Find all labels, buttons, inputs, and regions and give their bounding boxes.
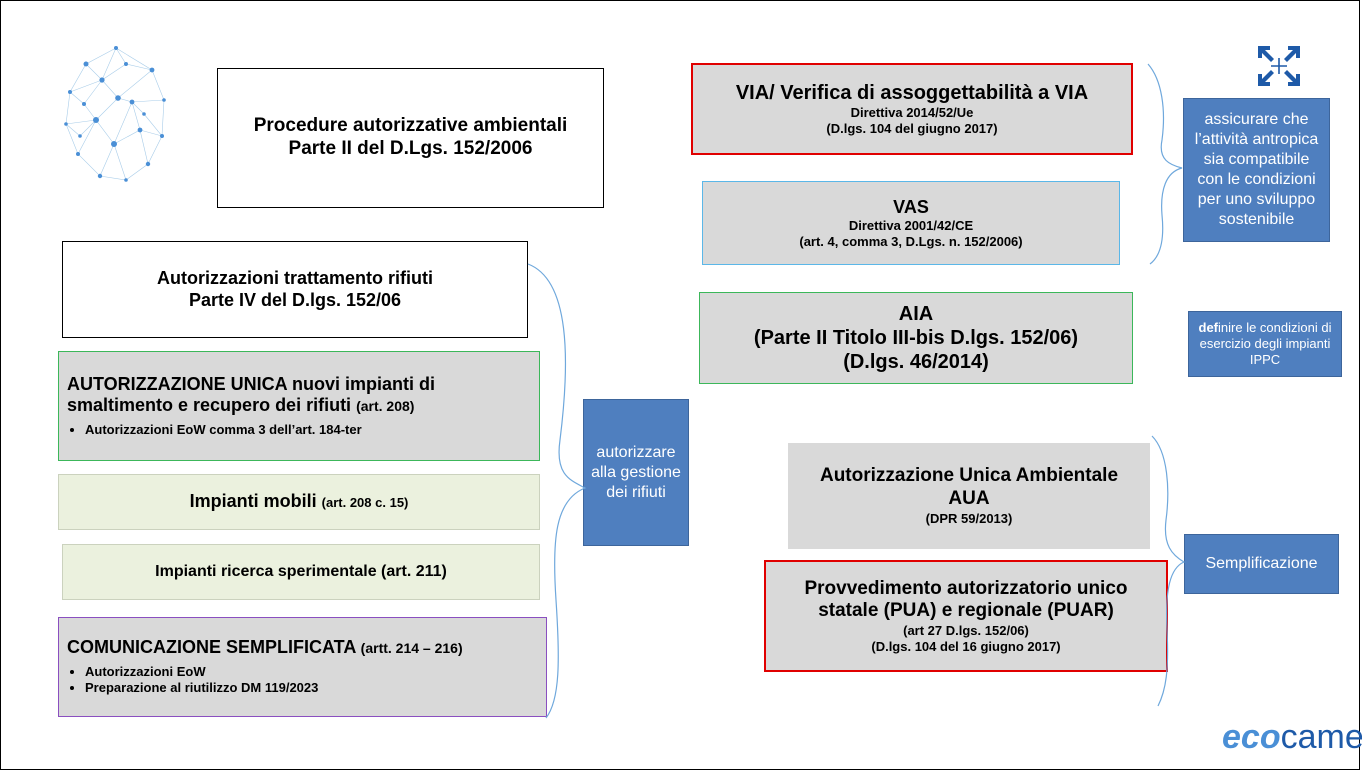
blue-box-semplificazione: Semplificazione	[1184, 534, 1339, 594]
mobili-art: (art. 208 c. 15)	[321, 495, 409, 511]
pua-sub-1: (art 27 D.lgs. 152/06)	[903, 623, 1029, 639]
via-sub-2: (D.lgs. 104 del giugno 2017)	[826, 121, 998, 136]
via-box: VIA/ Verifica di assoggettabilità a VIA …	[691, 63, 1133, 155]
comunicazione-box: COMUNICAZIONE SEMPLIFICATA (artt. 214 – …	[58, 617, 547, 717]
pua-box: Provvedimento autorizzatorio unico stata…	[764, 560, 1168, 672]
aua-box: Autorizzazione Unica Ambientale AUA (DPR…	[788, 443, 1150, 549]
aua-sub: (DPR 59/2013)	[925, 511, 1013, 526]
waste-treatment-box: Autorizzazioni trattamento rifiuti Parte…	[62, 241, 528, 338]
comunicazione-art: (artt. 214 – 216)	[360, 640, 463, 657]
aia-box: AIA (Parte II Titolo III-bis D.lgs. 152/…	[699, 292, 1133, 384]
autorizzazione-unica-box: AUTORIZZAZIONE UNICA nuovi impianti di s…	[58, 351, 540, 461]
logo-prefix: eco	[1222, 718, 1281, 756]
expand-arrows-icon	[1258, 46, 1300, 86]
ecocamere-logo: ecocamere	[1222, 718, 1362, 757]
definire-rest: inire le condizioni di esercizio degli i…	[1199, 319, 1332, 368]
mobili-line: Impianti mobili (art. 208 c. 15)	[190, 491, 409, 513]
assicurare-label: assicurare che l’attività antropica sia …	[1194, 111, 1319, 228]
logo-suffix: camere	[1280, 718, 1362, 756]
comunicazione-bullet-list: Autorizzazioni EoW Preparazione al riuti…	[67, 663, 318, 697]
unica-line-2-wrap: smaltimento e recupero dei rifiuti (art.…	[67, 395, 414, 417]
vas-title: VAS	[893, 196, 929, 217]
unica-line-1: AUTORIZZAZIONE UNICA nuovi impianti di	[67, 373, 435, 394]
comunicazione-label: COMUNICAZIONE SEMPLIFICATA	[67, 637, 356, 658]
aua-line-2: AUA	[948, 488, 990, 510]
aia-line-2: (Parte II Titolo III-bis D.lgs. 152/06)	[753, 327, 1079, 349]
waste-title-line-1: Autorizzazioni trattamento rifiuti	[157, 267, 433, 288]
definire-bold: def	[1198, 319, 1219, 335]
unica-bullet-list: Autorizzazioni EoW comma 3 dell’art. 184…	[67, 421, 362, 439]
blue-box-assicurare: assicurare che l’attività antropica sia …	[1183, 98, 1330, 242]
mobili-label: Impianti mobili	[189, 491, 317, 512]
aua-line-1: Autorizzazione Unica Ambientale	[819, 465, 1119, 487]
pua-line-1: Provvedimento autorizzatorio unico	[804, 577, 1128, 599]
vas-sub-2: (art. 4, comma 3, D.Lgs. n. 152/2006)	[799, 233, 1023, 249]
aia-line-3: (D.lgs. 46/2014)	[843, 351, 989, 373]
impianti-mobili-box: Impianti mobili (art. 208 c. 15)	[58, 474, 540, 530]
blue-box-definire: definire le condizioni di esercizio degl…	[1188, 311, 1342, 377]
title-line-1: Procedure autorizzative ambientali	[253, 115, 568, 137]
vas-box: VAS Direttiva 2001/42/CE (art. 4, comma …	[702, 181, 1120, 265]
blue-box-autorizzare: autorizzare alla gestione dei rifiuti	[583, 399, 689, 546]
aia-line-1: AIA	[898, 303, 934, 325]
vas-sub-1: Direttiva 2001/42/CE	[848, 218, 974, 234]
unica-bullet: Autorizzazioni EoW comma 3 dell’art. 184…	[85, 422, 362, 438]
impianti-ricerca-box: Impianti ricerca sperimentale (art. 211)	[62, 544, 540, 600]
semplificazione-label: Semplificazione	[1205, 555, 1318, 572]
title-line-2: Parte II del D.Lgs. 152/2006	[288, 138, 533, 159]
unica-art: (art. 208)	[356, 398, 415, 415]
pua-line-2: statale (PUA) e regionale (PUAR)	[818, 600, 1114, 622]
ricerca-label: Impianti ricerca sperimentale (art. 211)	[155, 563, 447, 581]
pua-sub-2: (D.lgs. 104 del 16 giugno 2017)	[871, 638, 1061, 654]
comunicazione-line: COMUNICAZIONE SEMPLIFICATA (artt. 214 – …	[67, 637, 463, 659]
via-title: VIA/ Verifica di assoggettabilità a VIA	[735, 82, 1089, 105]
network-globe-icon	[64, 46, 166, 182]
via-sub-1: Direttiva 2014/52/Ue	[850, 105, 974, 121]
comunicazione-bullet-1: Autorizzazioni EoW	[85, 664, 318, 680]
definire-label-wrap: definire le condizioni di esercizio degl…	[1193, 320, 1337, 369]
comunicazione-bullet-2: Preparazione al riutilizzo DM 119/2023	[85, 680, 318, 696]
title-box: Procedure autorizzative ambientali Parte…	[217, 68, 604, 208]
autorizzare-label: autorizzare alla gestione dei rifiuti	[591, 443, 681, 501]
unica-line-2: smaltimento e recupero dei rifiuti	[67, 395, 352, 416]
waste-title-line-2: Parte IV del D.lgs. 152/06	[188, 289, 402, 310]
